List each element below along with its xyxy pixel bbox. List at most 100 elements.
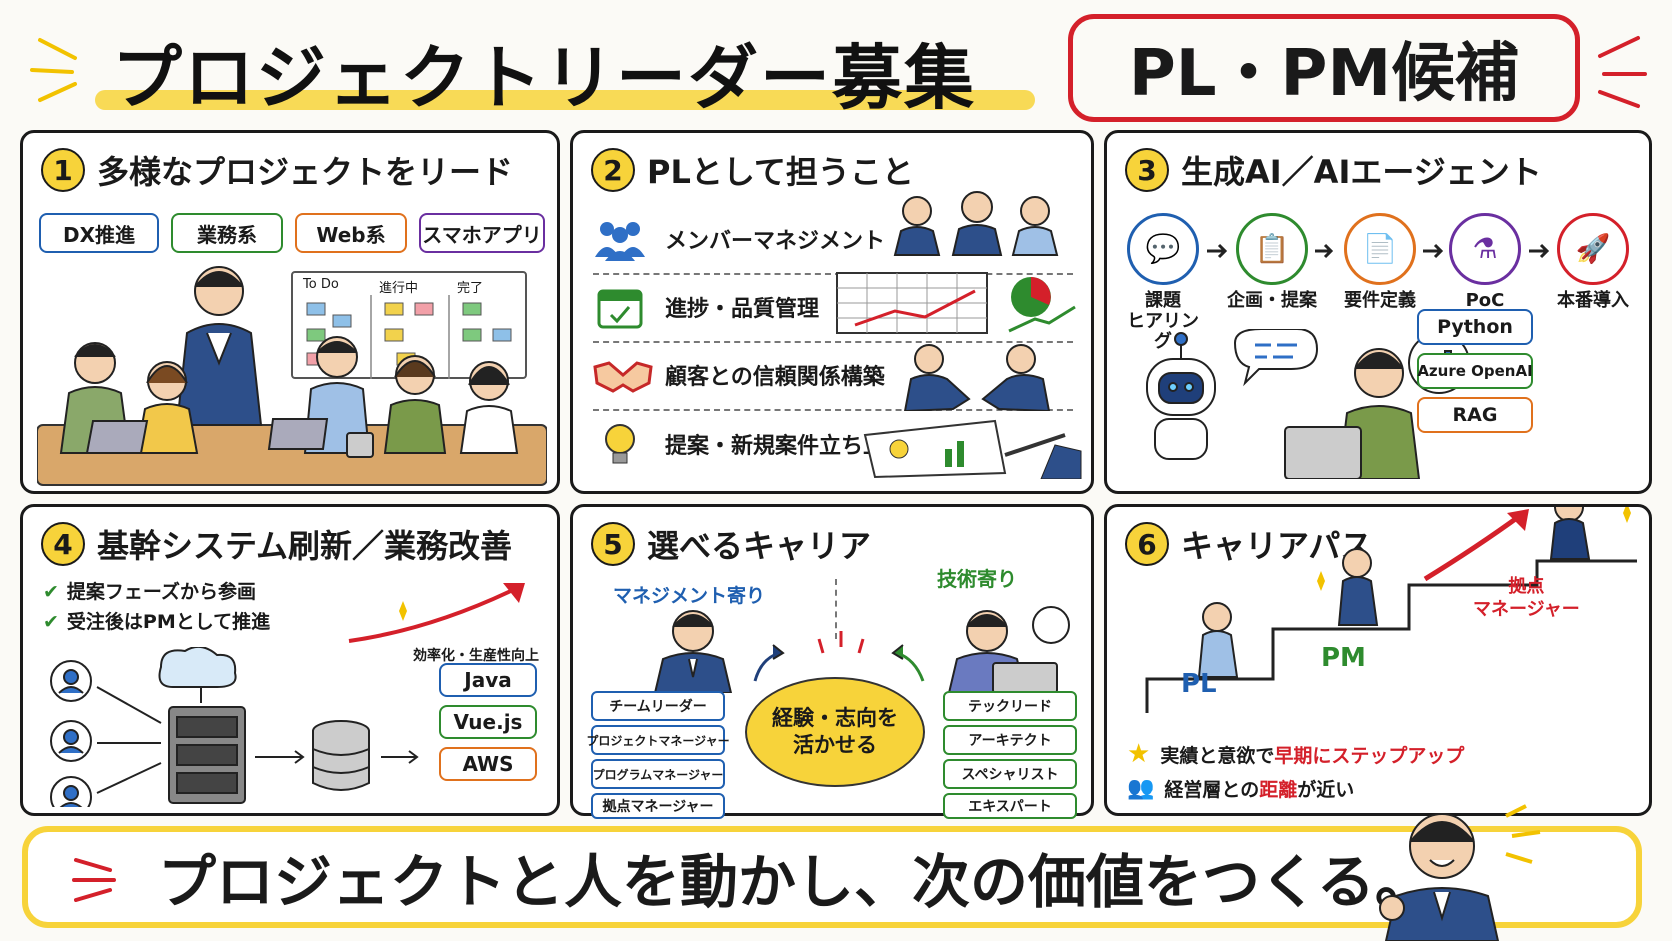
growth-arrow-label: 効率化・生産性向上 (413, 648, 539, 664)
panel-title: 基幹システム刷新／業務改善 (92, 521, 523, 571)
point-highlight: 距離 (1259, 779, 1298, 801)
lightbulb-icon (605, 424, 635, 464)
panel-header: 2 PLとして担うこと (591, 147, 924, 197)
panel-diverse-projects: 1 多様なプロジェクトをリード DX推進 業務系 Web系 スマホアプリ To … (20, 130, 560, 494)
panel-number: 1 (41, 148, 85, 192)
flow-arrows (1207, 243, 1550, 259)
check-item: ✔ 受注後はPMとして推進 (43, 607, 270, 634)
role-architect: アーキテクト (943, 725, 1077, 755)
check-label: 受注後はPMとして推進 (66, 611, 271, 633)
role-team-leader: チームリーダー (591, 691, 725, 721)
kanban-col-todo: To Do (303, 277, 339, 292)
point-text: 経営層との (1164, 779, 1260, 801)
tech-tag-python: Python (1417, 309, 1533, 345)
tag-smartphone-app: スマホアプリ (419, 213, 545, 253)
center-message: 経験・志向を 活かせる (772, 705, 898, 757)
point-text-post: が近い (1297, 779, 1355, 801)
check-icon: ✔ (43, 581, 59, 603)
flow-step-production: 🚀 本番導入 (1545, 213, 1641, 312)
tech-tag-azure-openai: Azure OpenAI (1417, 353, 1533, 389)
panel-header: 5 選べるキャリア (591, 521, 882, 571)
point-early-stepup: ★ 実績と意欲で早期にステップアップ (1127, 739, 1464, 769)
divider (593, 409, 1073, 411)
system-architecture-illustration (50, 647, 419, 807)
role-program-manager: プログラムマネージャー (591, 759, 725, 789)
divider (835, 579, 837, 639)
kanban-col-doing: 進行中 (379, 281, 419, 296)
tech-tag-vuejs: Vue.js (439, 705, 537, 739)
panel-career-choice: 5 選べるキャリア マネジメント寄り 技術寄り チームリーダー プロジェクトマネ… (570, 504, 1094, 819)
flow-step-label: 企画・提案 (1227, 290, 1317, 311)
sparkle-right-icon (1598, 36, 1647, 108)
panel-number: 6 (1125, 522, 1169, 566)
people-icon (595, 222, 645, 261)
role-badge: PL・PM候補 (1068, 14, 1580, 122)
gantt-chart-illustration (836, 272, 1076, 334)
sparkle-left-icon (72, 858, 116, 902)
management-track-title: マネジメント寄り (613, 585, 766, 607)
rocket-icon: 🚀 (1557, 213, 1629, 285)
flask-icon: ⚗ (1449, 213, 1521, 285)
level-pl: PL (1181, 669, 1217, 699)
flow-step-requirements: 📄 要件定義 (1335, 213, 1425, 312)
panel-title: PLとして担うこと (643, 147, 924, 197)
role-expert: エキスパート (943, 793, 1077, 819)
check-item: ✔提案フェーズから参画 (43, 577, 256, 604)
career-people-illustration (653, 606, 1070, 693)
sparkle-left-icon (30, 38, 77, 102)
handshake-illustration (903, 344, 1051, 411)
check-icon: ✔ (43, 611, 59, 633)
panel-core-systems: 4 基幹システム刷新／業務改善 ✔提案フェーズから参画 ✔ 受注後はPMとして推進… (20, 504, 560, 816)
resp-label: メンバーマネジメント (665, 229, 886, 254)
flow-step-hearing: 💬 課題 ヒアリング (1121, 213, 1205, 353)
panel-number: 4 (41, 522, 85, 566)
star-icon: ★ (1127, 739, 1151, 769)
level-pm: PM (1321, 643, 1366, 673)
role-tech-lead: テックリード (943, 691, 1077, 721)
panel-career-path: 6 キャリアパス PL PM 拠点 マネージャー ★ 実績と意欲で早期にステップ… (1104, 504, 1652, 816)
tag-dx: DX推進 (39, 213, 159, 253)
divider (593, 273, 1073, 275)
panel-title: 生成AI／AIエージェント (1177, 147, 1552, 197)
tag-web: Web系 (295, 213, 407, 253)
cheering-person-illustration (1379, 804, 1541, 941)
tech-track-title: 技術寄り (937, 567, 1017, 591)
resp-row-member-management: メンバーマネジメント (593, 211, 1073, 267)
tag-business: 業務系 (171, 213, 283, 253)
panel-title: 選べるキャリア (642, 521, 882, 571)
panel-number: 3 (1125, 148, 1169, 192)
panel-title: 多様なプロジェクトをリード (92, 147, 524, 197)
resp-label: 進捗・品質管理 (665, 297, 820, 322)
clipboard-icon: 📋 (1236, 213, 1308, 285)
role-project-manager: プロジェクトマネージャー (586, 725, 730, 755)
panel-header: 1 多様なプロジェクトをリード (41, 147, 524, 197)
tech-tag-java: Java (439, 663, 537, 697)
flow-step-poc: ⚗ PoC (1443, 213, 1527, 312)
panel-number: 5 (591, 522, 635, 566)
team-trio-illustration (893, 191, 1059, 256)
panel-header: 3 生成AI／AIエージェント (1125, 147, 1552, 197)
flow-step-label: 本番導入 (1557, 290, 1629, 311)
panel-generative-ai: 3 生成AI／AIエージェント 💬 課題 ヒアリング 📋 企画・提案 📄 要件定… (1104, 130, 1652, 494)
tech-tag-rag: RAG (1417, 397, 1533, 433)
resp-label: 顧客との信頼関係構築 (665, 365, 885, 390)
people-icon: 👥 (1127, 776, 1155, 801)
growth-arrow-icon (348, 583, 525, 643)
role-specialist: スペシャリスト (943, 759, 1077, 789)
panel-pl-responsibilities: 2 PLとして担うこと メンバーマネジメント 進捗・品質管理 顧客との信頼関係構… (570, 130, 1094, 494)
role-site-manager: 拠点マネージャー (591, 793, 725, 819)
handshake-icon (593, 361, 653, 393)
document-search-icon: 📄 (1344, 213, 1416, 285)
kanban-col-done: 完了 (457, 281, 484, 296)
chat-icon: 💬 (1127, 213, 1199, 285)
point-close-to-management: 👥 経営層との距離が近い (1127, 775, 1354, 802)
panel-number: 2 (591, 148, 635, 192)
role-badge-text: PL・PM候補 (1128, 37, 1520, 111)
proposal-document-illustration (863, 419, 1082, 479)
slogan-text: プロジェクトと人を動かし、次の価値をつくる。 (158, 848, 1433, 916)
title-highlight (95, 90, 1035, 110)
slogan-banner: プロジェクトと人を動かし、次の価値をつくる。 (22, 826, 1642, 928)
page-title: プロジェクトリーダー募集 (112, 37, 976, 119)
career-stairs-illustration (1145, 507, 1637, 713)
flow-step-planning: 📋 企画・提案 (1225, 213, 1319, 312)
